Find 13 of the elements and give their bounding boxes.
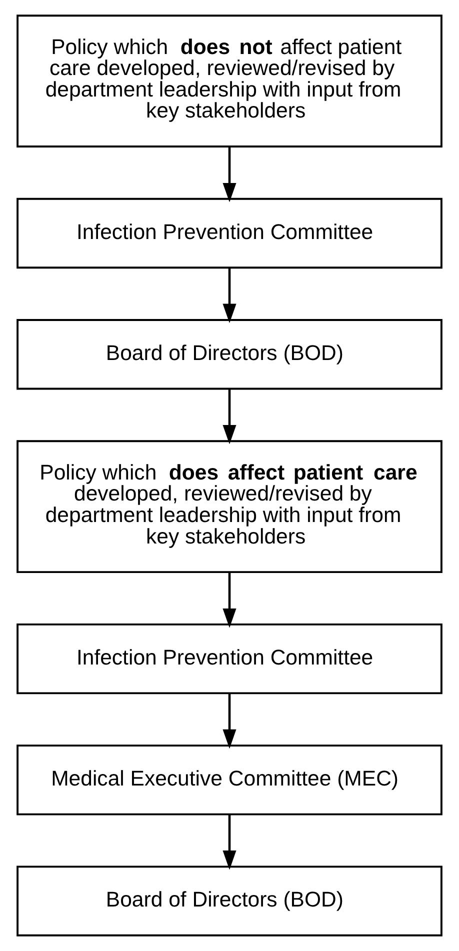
node-box: Policy which does affect patient care developed, reviewed/revised by department leadership with input from key stakeholders [16,440,442,574]
node-box: Board of Directors (BOD) [16,866,442,936]
arrow [222,572,236,628]
arrow [222,389,236,444]
node-box: Board of Directors (BOD) [16,319,442,390]
node-box: Infection Prevention Committee [16,198,442,269]
arrow [222,693,236,749]
arrow [222,814,236,870]
arrow [222,146,236,202]
node-box: Infection Prevention Committee [16,623,442,694]
node-box: Policy which does not affect patient care developed, reviewed/revised by department leadership with input from key stakeholders [16,14,442,148]
node-box: Medical Executive Committee (MEC) [16,744,442,816]
arrow [222,268,236,324]
